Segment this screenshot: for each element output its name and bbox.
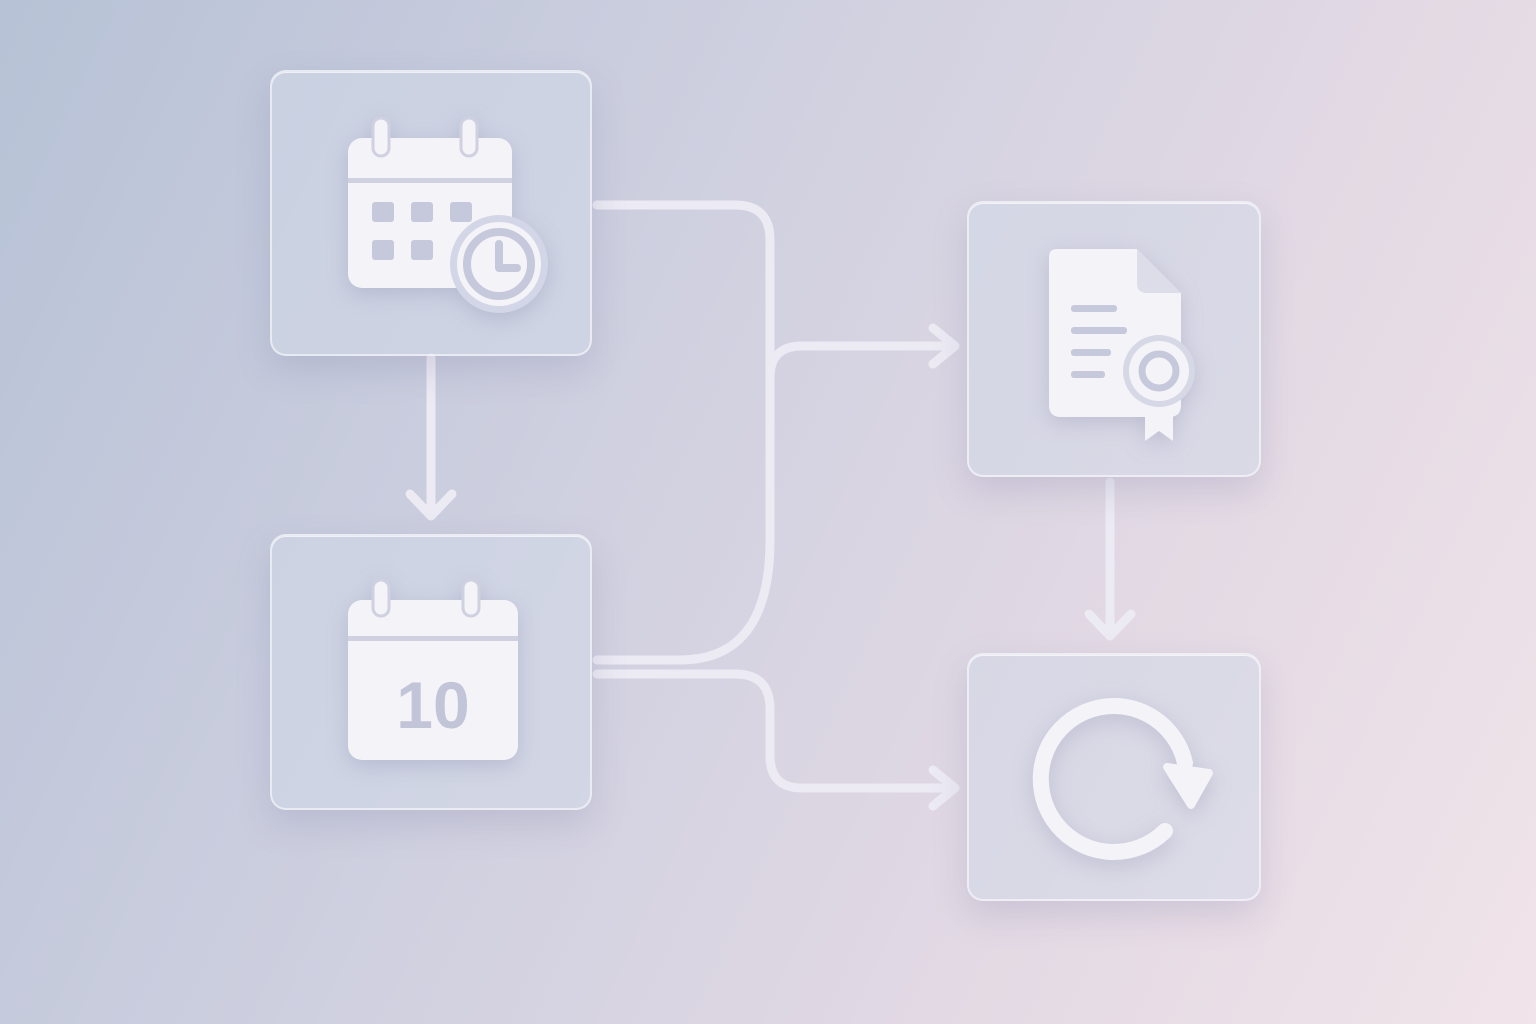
refresh-icon [969,655,1259,899]
arrowhead-renewal-left [928,765,960,811]
calendar-day-number: 10 [396,668,469,742]
arrowhead-certificate [928,323,960,369]
arrowhead-date [405,489,457,521]
certificate-document-icon [969,203,1259,475]
arrowhead-renewal-top [1084,609,1136,641]
node-date: 10 [270,534,592,810]
calendar-day-icon: 10 [272,536,590,808]
calendar-clock-icon [272,72,590,354]
node-renewal [967,653,1261,901]
edge-schedule-to-certificate [592,200,775,665]
edge-branch-to-certificate [765,341,957,383]
node-schedule [270,70,592,356]
edge-date-to-renewal [592,669,957,793]
node-certificate [967,201,1261,477]
